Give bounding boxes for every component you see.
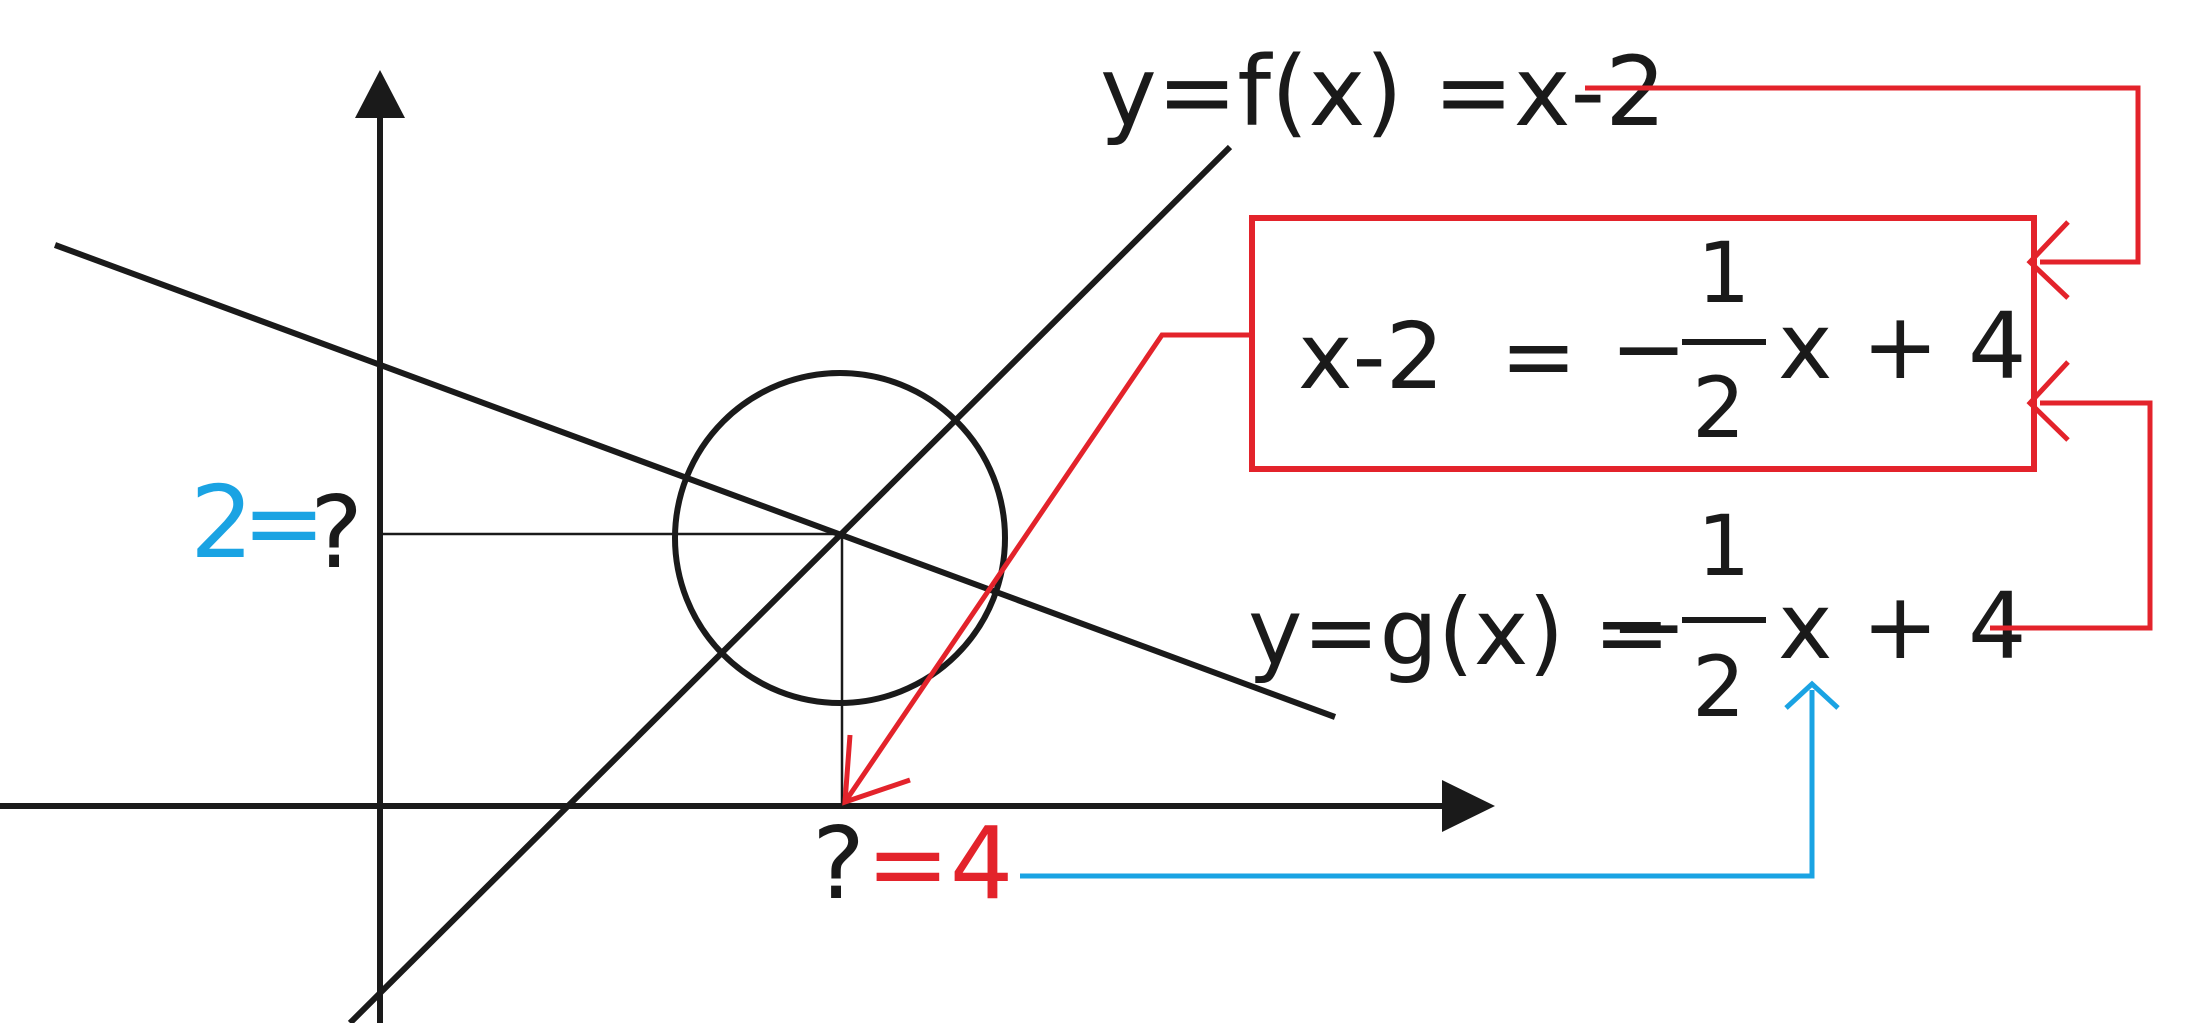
intersection-circle (672, 370, 1008, 706)
box-lhs: x-2 (1298, 303, 1444, 410)
box-neg-sign: − (1610, 295, 1687, 402)
box-frac-den: 2 (1692, 359, 1745, 457)
f-to-box-arrowhead (2026, 220, 2070, 300)
box-rhs: x + 4 (1778, 293, 2027, 400)
equation-box (1249, 215, 2037, 472)
g-equation-rhs: x + 4 (1778, 573, 2027, 680)
x-unknown-label: ? (812, 805, 865, 922)
box-to-x-arrowhead (842, 734, 911, 806)
y-value-label: 2 (190, 464, 254, 581)
line-g (53, 242, 1337, 720)
f-equation: y=f(x) =x-2 (1100, 36, 1666, 148)
y-unknown-label: ? (310, 474, 363, 591)
x-value-label: =4 (866, 805, 1013, 922)
g-frac-den: 2 (1692, 638, 1745, 736)
box-frac-num: 1 (1697, 224, 1750, 322)
x-to-g-connector (1020, 690, 1815, 879)
box-to-x-connector (842, 332, 1252, 804)
g-to-box-connector (1990, 400, 2153, 631)
g-to-box-arrowhead (2026, 360, 2070, 442)
y-equals-label: = (242, 464, 326, 581)
g-equation-lhs: y=g(x) = (1248, 579, 1671, 686)
x-to-g-arrowhead (1784, 680, 1840, 710)
f-to-box-connector (1585, 85, 2141, 265)
g-neg-sign: − (1610, 573, 1687, 680)
g-frac-num: 1 (1697, 497, 1750, 595)
y-axis-arrowhead (355, 70, 405, 118)
x-axis-arrowhead (1442, 780, 1495, 832)
line-f (347, 144, 1233, 1023)
box-equals: = (1500, 303, 1577, 410)
axes (0, 70, 1495, 1023)
